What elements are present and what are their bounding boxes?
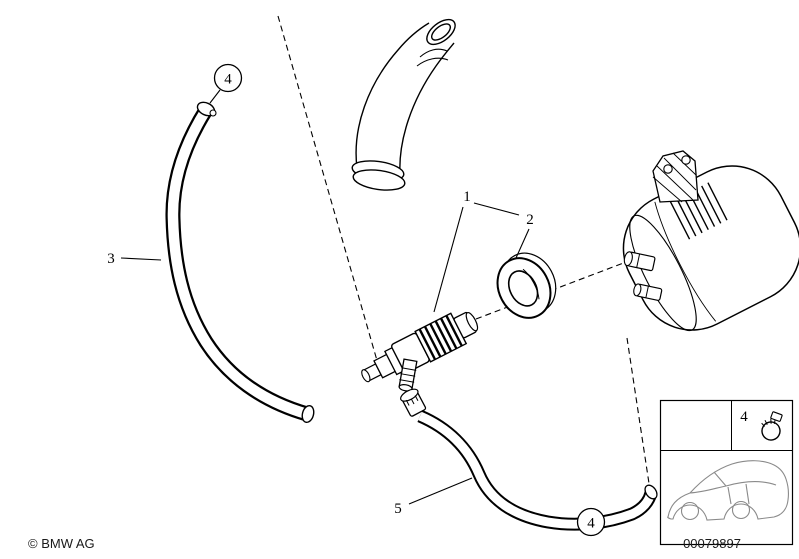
callout-4-top-leader xyxy=(209,89,221,104)
callout-4-hose[interactable]: 4 xyxy=(576,507,606,537)
callout-3[interactable]: 3 xyxy=(107,251,162,267)
intake-boot-collar-2 xyxy=(416,57,449,67)
hose5-elbow-fitting xyxy=(400,388,427,417)
part-number-text: 00079897 xyxy=(683,536,741,551)
callout-4-top-circle[interactable] xyxy=(213,63,243,93)
intake-boot-drawing xyxy=(351,18,456,191)
callout-1-2-connector xyxy=(473,202,520,216)
hose-3-end-cap xyxy=(301,404,315,424)
hose-5-outline xyxy=(417,410,658,531)
callout-5-leader xyxy=(408,477,473,505)
canister-port-1 xyxy=(623,251,656,272)
callout-2[interactable]: 2 xyxy=(515,212,534,259)
hose-3-body xyxy=(167,107,309,420)
callout-4-hose-circle[interactable] xyxy=(576,507,606,537)
sealing-grommet-drawing xyxy=(496,252,557,319)
copyright-text: © BMW AG xyxy=(28,536,95,551)
callout-3-leader xyxy=(120,257,162,261)
grommet-hole xyxy=(507,270,539,307)
info-box-border xyxy=(659,399,794,546)
grommet-thickness-line xyxy=(522,268,540,300)
callout-2-leader xyxy=(515,228,530,259)
info-box: 4 xyxy=(659,399,794,546)
valve-inlet-nozzle xyxy=(398,358,418,392)
callout-1[interactable]: 1 xyxy=(433,189,520,313)
carbon-canister-drawing xyxy=(622,150,799,332)
intake-boot-left-edge xyxy=(355,22,430,169)
callout-4-top-label[interactable]: 4 xyxy=(224,72,232,88)
canister-seam xyxy=(654,201,717,322)
canister-bracket xyxy=(652,150,699,203)
vent-hose-3-drawing xyxy=(165,101,315,424)
callout-1-leader xyxy=(433,206,464,313)
canister-bracket-hole-2 xyxy=(681,155,691,165)
callout-5-label[interactable]: 5 xyxy=(394,501,402,517)
valve-rib-stripes xyxy=(418,315,463,361)
hose-3-top-hole xyxy=(209,109,217,117)
callout-1-label[interactable]: 1 xyxy=(463,189,471,205)
hose-5-end-cap xyxy=(644,484,658,500)
canister-bracket-plate xyxy=(652,150,699,203)
assembly-guide-lines xyxy=(277,15,651,491)
callout-3-label[interactable]: 3 xyxy=(107,251,115,267)
guide-line-top-to-valve xyxy=(277,15,379,365)
valve-tip-cap xyxy=(361,369,371,383)
valve-outlet-cap xyxy=(465,311,479,332)
callout-4-box-label[interactable]: 4 xyxy=(740,409,748,425)
hose-clamp-icon xyxy=(761,411,783,441)
canister-label-stripes xyxy=(669,182,728,240)
intake-boot-opening xyxy=(426,18,456,46)
canister-port-2 xyxy=(633,283,663,301)
intake-boot-collar-1 xyxy=(419,48,448,58)
callout-4-hose-label[interactable]: 4 xyxy=(587,516,595,532)
intake-boot-flange-bottom xyxy=(352,169,406,191)
hose-5-body xyxy=(418,411,656,529)
callout-4-top[interactable]: 4 xyxy=(209,63,243,104)
canister-bracket-hole-1 xyxy=(663,164,673,174)
vent-hose-5-drawing xyxy=(400,388,658,531)
intake-boot-opening-inner xyxy=(430,23,452,41)
callout-2-label[interactable]: 2 xyxy=(526,212,534,228)
guide-line-canister-to-hose5 xyxy=(626,337,651,491)
hose-3-outline xyxy=(165,106,310,422)
callout-5[interactable]: 5 xyxy=(394,477,473,517)
intake-boot-right-edge xyxy=(399,42,455,177)
vent-valve-drawing xyxy=(361,311,479,383)
car-icon xyxy=(667,460,789,521)
